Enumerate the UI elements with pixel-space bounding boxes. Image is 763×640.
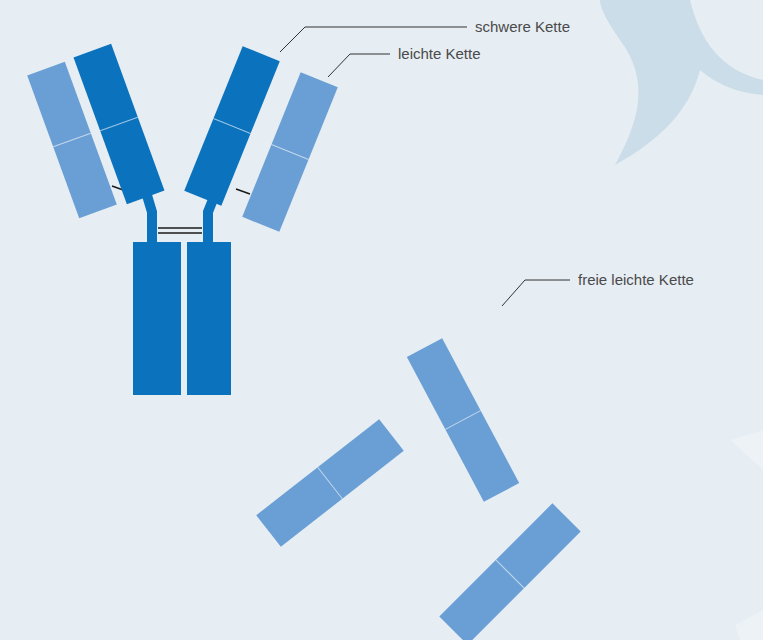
background-cell: [730, 430, 763, 470]
disulfide-bond: [236, 189, 250, 194]
disulfide-bond: [158, 227, 202, 229]
disulfide-bond: [158, 232, 202, 234]
free-light-chain: [256, 419, 404, 547]
background-cell: [735, 610, 763, 640]
leader-line: [328, 54, 390, 77]
fc-heavy-chain: [133, 242, 181, 395]
leader-line: [502, 280, 570, 306]
fc-heavy-chain: [187, 242, 231, 395]
free-light-chain: [439, 503, 580, 640]
free-light-chain: [407, 338, 519, 502]
part-label: leichte Kette: [398, 45, 481, 63]
heavy-chain: [74, 44, 165, 204]
part-label: freie leichte Kette: [578, 271, 694, 289]
light-chain: [242, 72, 338, 232]
part-label: schwere Kette: [475, 18, 570, 36]
hinge-region: [146, 192, 152, 245]
background-cell: [600, 0, 763, 165]
